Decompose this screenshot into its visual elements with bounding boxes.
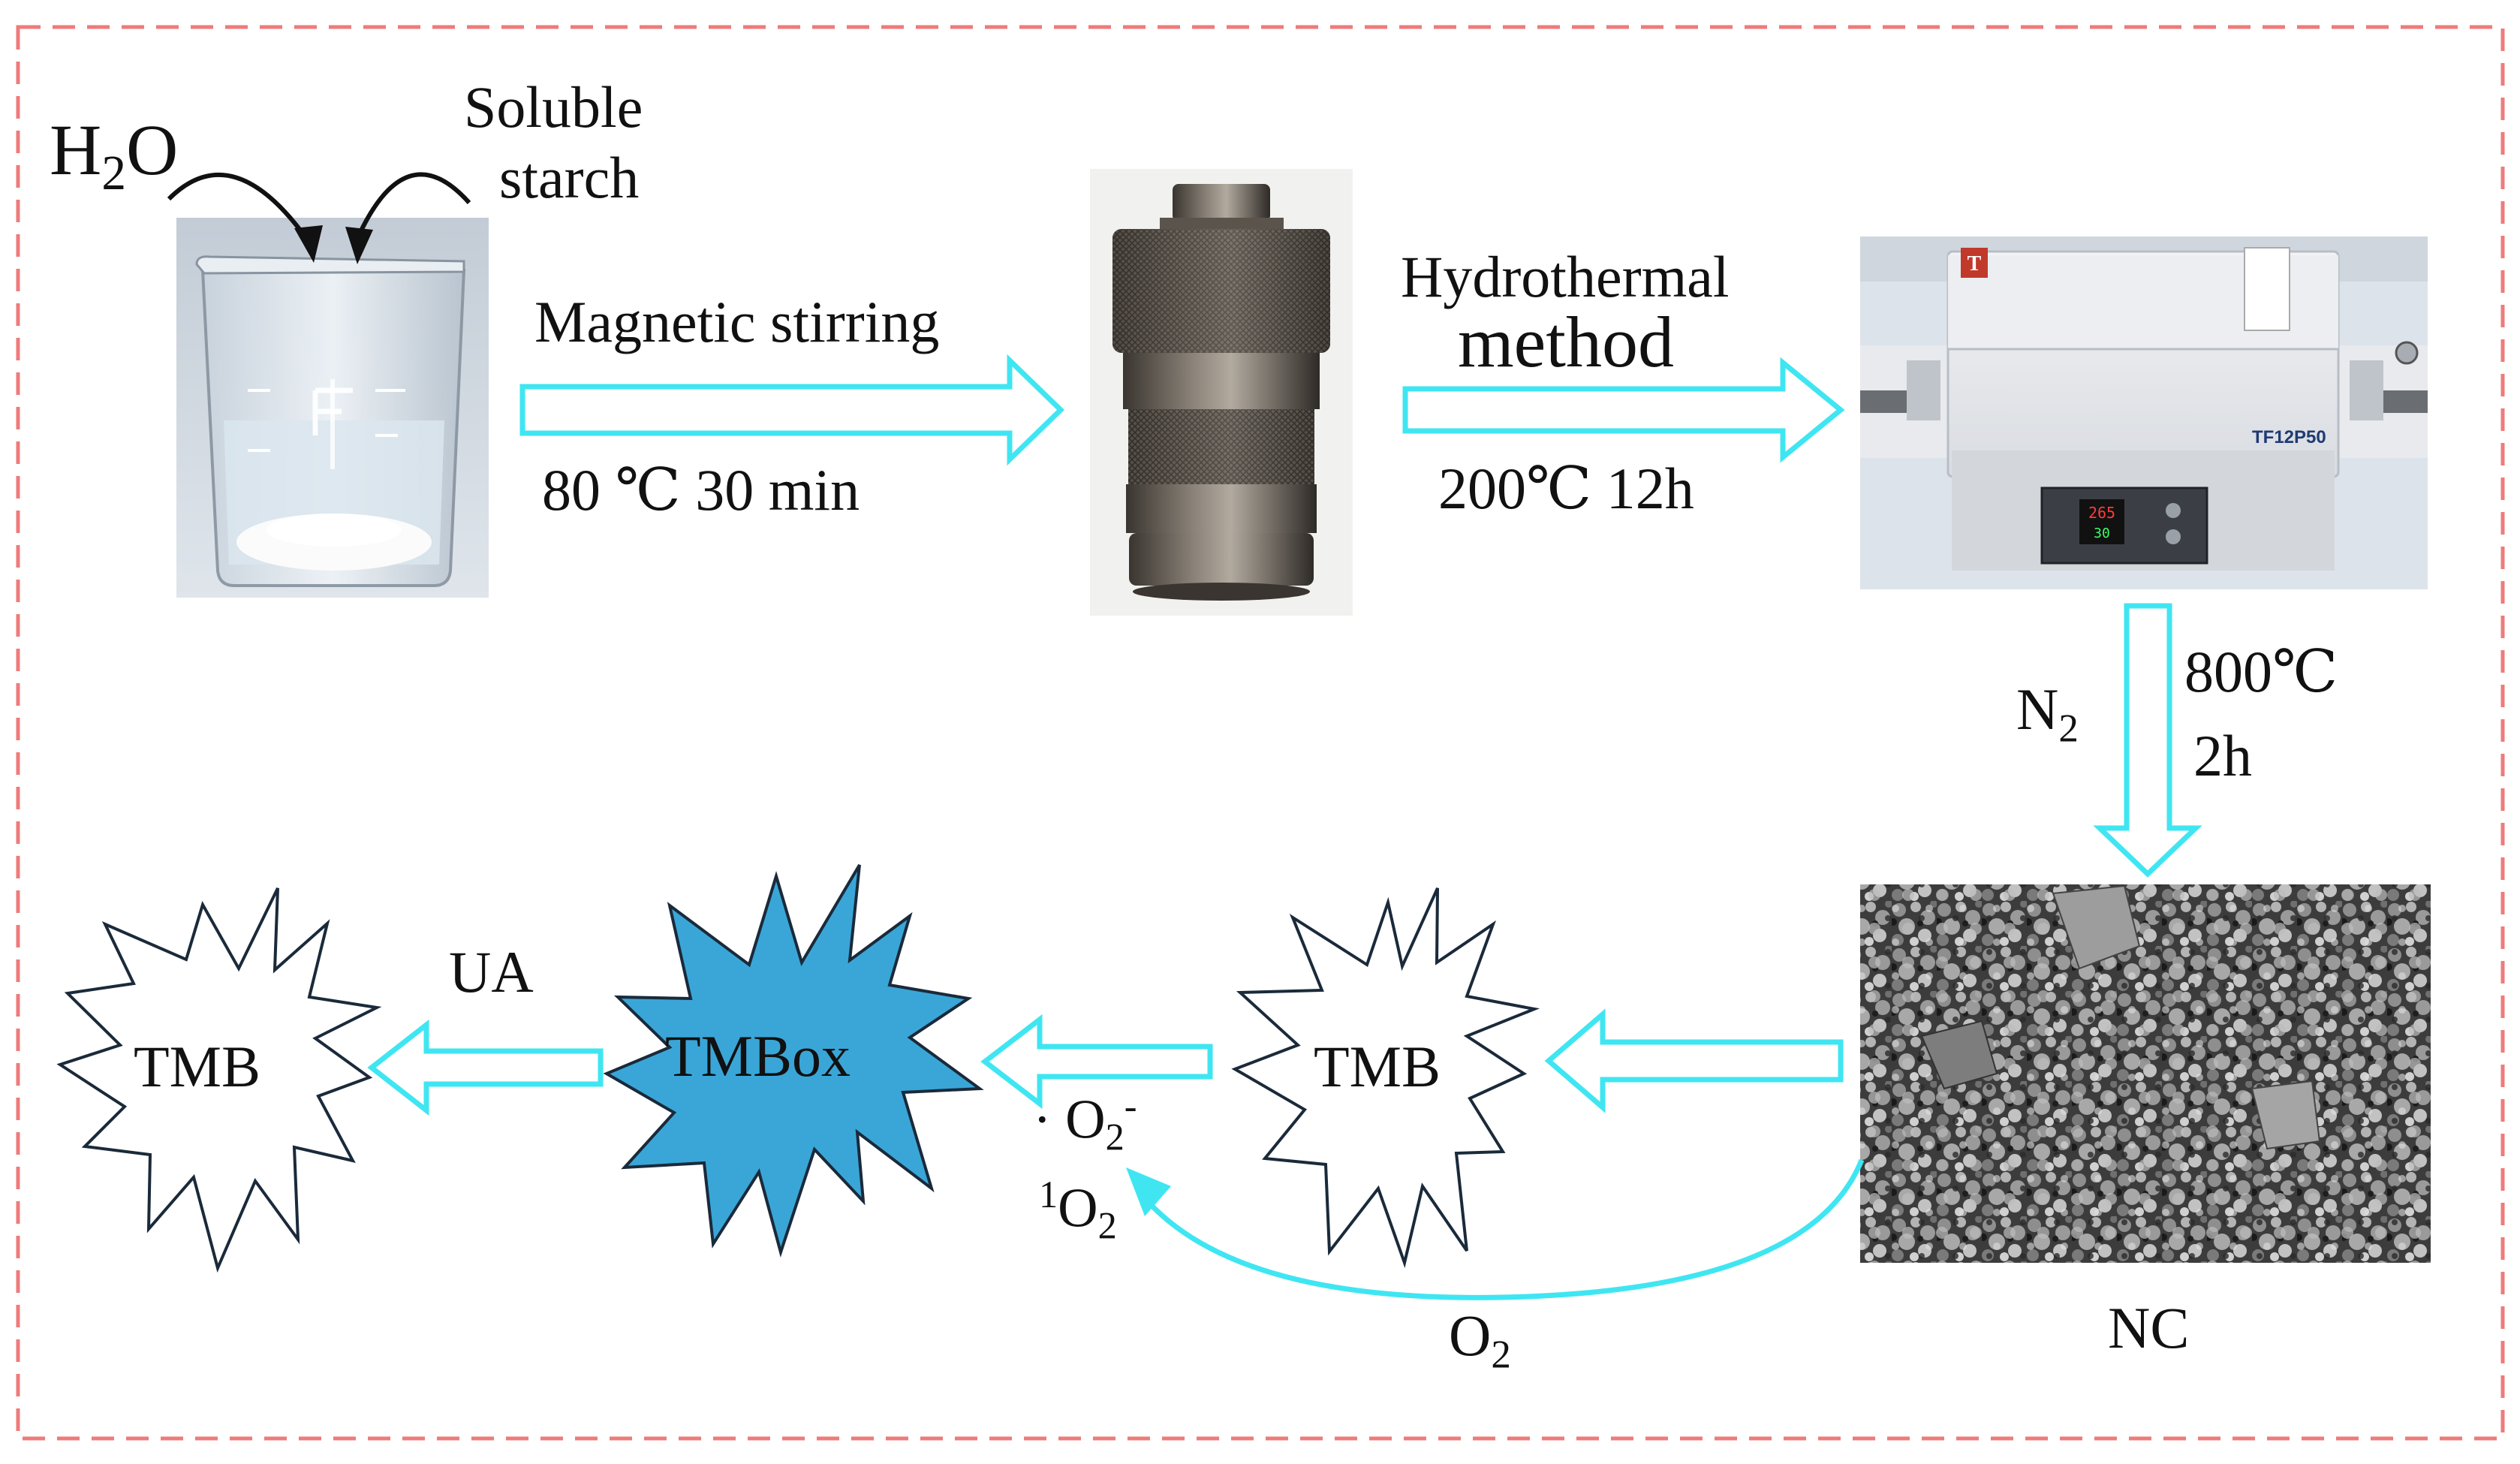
tube-furnace-photo: T 265 30 TF12P50	[1860, 236, 2428, 589]
ua-label: UA	[449, 943, 534, 1002]
calcination-time: 2h	[2193, 727, 2252, 785]
tmb-right-label: TMB	[1314, 1038, 1441, 1096]
tmbox-label: TMBox	[665, 1027, 851, 1086]
calcination-temperature: 800℃	[2184, 643, 2338, 701]
furnace-display-bottom: 30	[2094, 526, 2110, 541]
singlet-oxygen-label: 1O2	[1039, 1176, 1117, 1245]
oxygen-label: O2	[1449, 1306, 1511, 1375]
stirring-condition: 80 ℃ 30 min	[542, 461, 860, 520]
water-label: H2O	[50, 114, 178, 198]
autoclave-photo	[1090, 169, 1353, 616]
superoxide-label: · O2-	[1033, 1087, 1137, 1156]
furnace-display-top: 265	[2088, 504, 2115, 522]
nitrogen-label: N2	[2016, 680, 2079, 749]
stirring-label: Magnetic stirring	[534, 293, 939, 351]
arrow-stirring	[522, 360, 1061, 459]
beaker-photo	[176, 218, 489, 598]
arrow-nc-to-tmb	[1549, 1014, 1841, 1107]
oxygen-curve-arrow	[1141, 1160, 1862, 1297]
arrow-calcination	[2100, 606, 2196, 874]
starch-label-line1: Soluble	[464, 78, 643, 137]
arrow-tmbox-to-tmb	[372, 1025, 601, 1110]
oxygen-curve-arrowhead	[1126, 1167, 1171, 1216]
hydrothermal-label-line2: method	[1458, 306, 1674, 378]
nc-label: NC	[2108, 1299, 2189, 1357]
furnace-model-label: TF12P50	[2252, 427, 2326, 447]
starch-label-line2: starch	[499, 149, 639, 207]
sem-image	[1860, 884, 2431, 1263]
hydrothermal-condition: 200℃ 12h	[1438, 459, 1694, 518]
hydrothermal-label-line1: Hydrothermal	[1401, 248, 1730, 306]
svg-text:T: T	[1968, 252, 1982, 276]
tmb-left-label: TMB	[134, 1038, 260, 1096]
